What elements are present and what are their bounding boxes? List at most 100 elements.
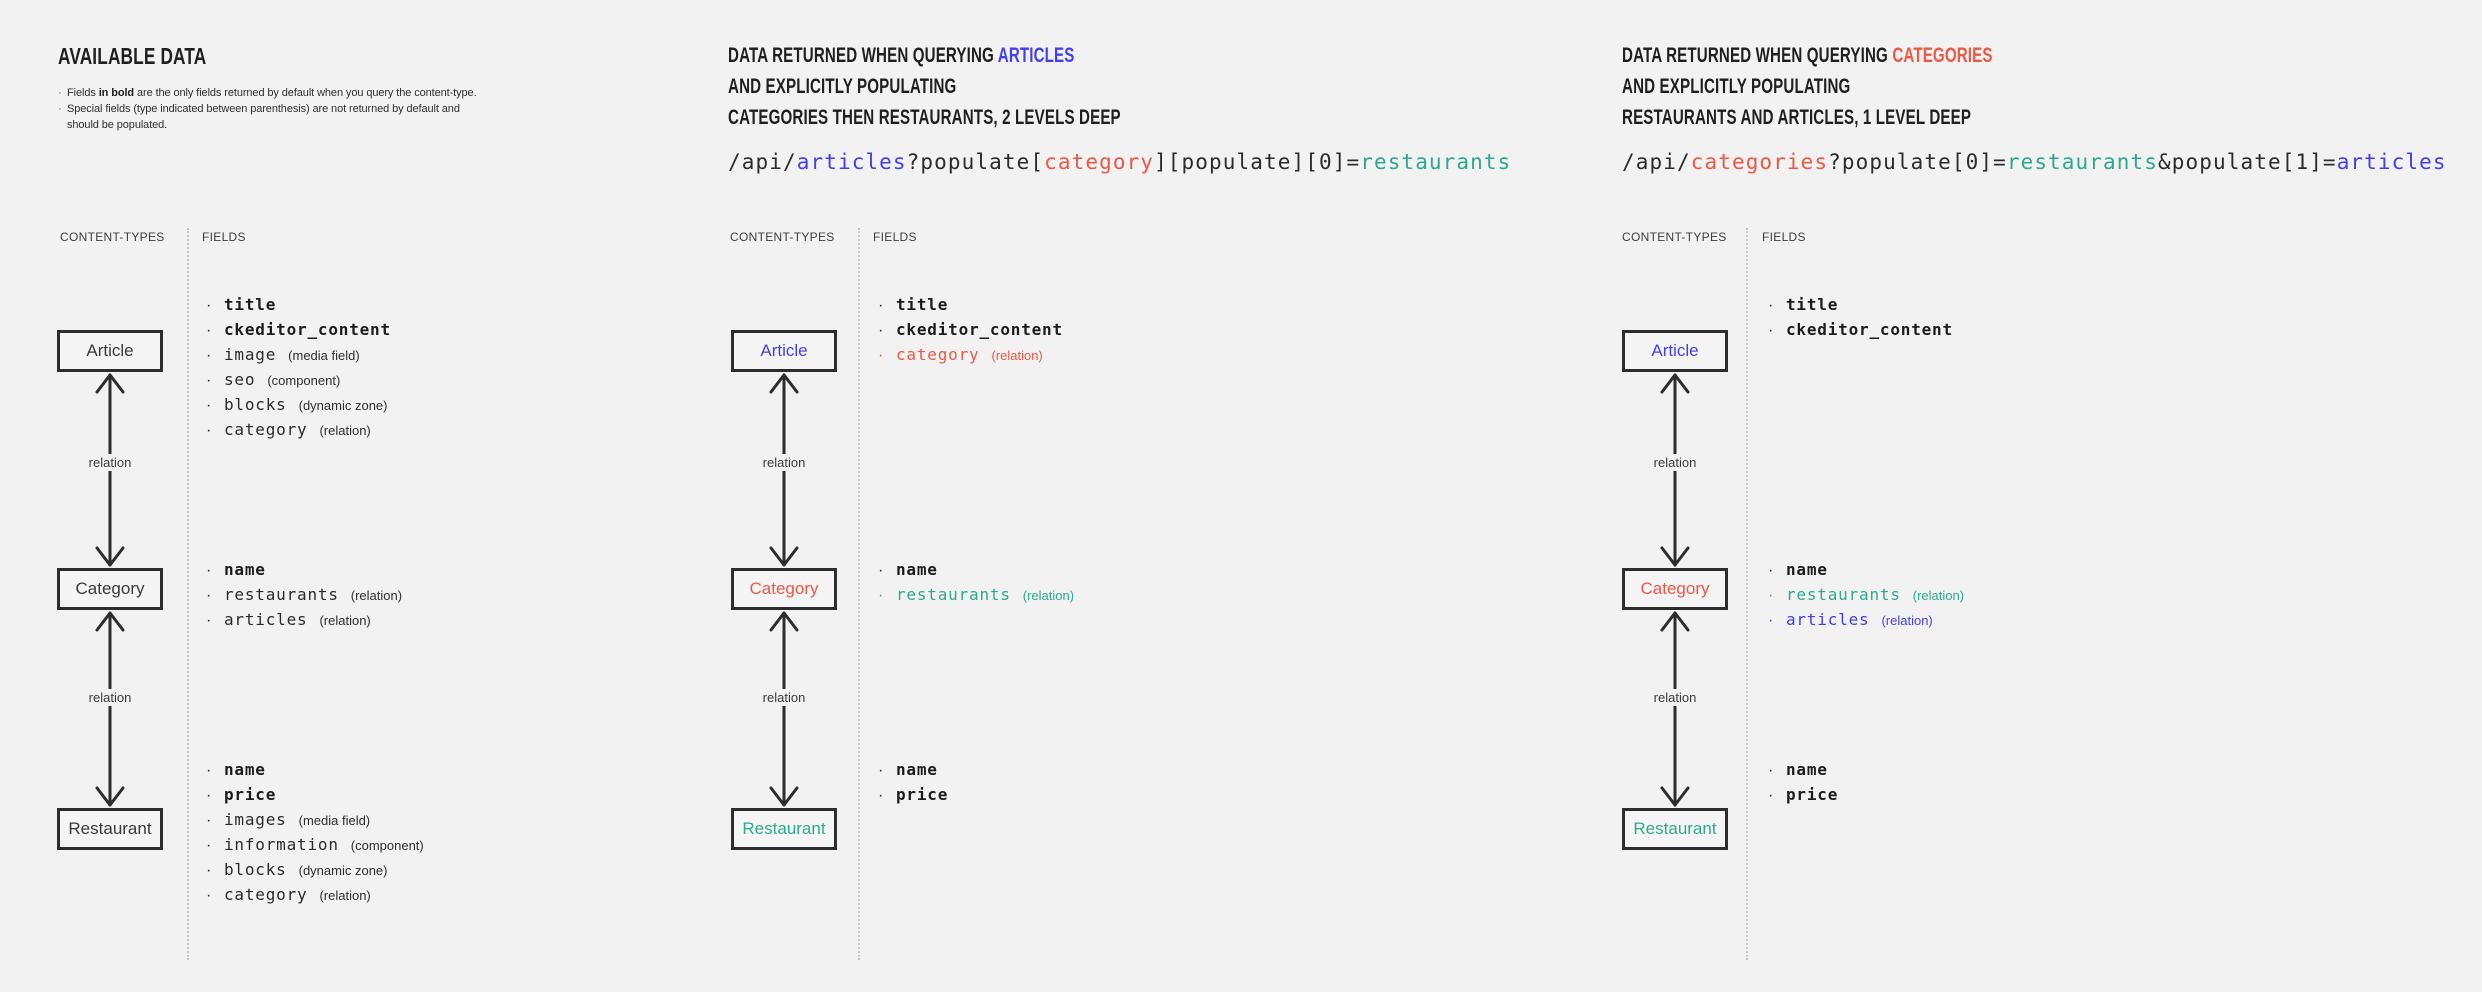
bullet-icon: · xyxy=(878,297,884,314)
fields-label: FIELDS xyxy=(873,230,917,244)
bullet-icon: · xyxy=(206,322,212,339)
field-name: title xyxy=(224,295,277,314)
field-type: (relation) xyxy=(319,423,371,438)
note-text-part: Special fields (type indicated between p… xyxy=(67,103,460,131)
content-type-box-label: Restaurant xyxy=(742,819,826,838)
field-item: ·title xyxy=(1768,292,1838,317)
field-type: (relation) xyxy=(1912,588,1965,603)
relation-label: relation xyxy=(83,454,137,471)
content-type-box-category: Category xyxy=(57,568,163,610)
field-item: ·name xyxy=(1768,557,1828,582)
bullet-icon: · xyxy=(58,103,62,115)
note-item: · Fields in bold are the only fields retu… xyxy=(58,85,494,101)
content-type-box-restaurant: Restaurant xyxy=(1622,808,1728,850)
field-name: price xyxy=(896,785,949,804)
note-text: Fields in bold are the only fields retur… xyxy=(67,85,477,101)
field-name: ckeditor_content xyxy=(896,320,1063,339)
field-item: ·information(component) xyxy=(206,832,424,857)
field-name: name xyxy=(224,760,266,779)
relation-label: relation xyxy=(757,454,811,471)
bullet-icon: · xyxy=(206,887,212,904)
field-item: · title xyxy=(206,292,276,317)
field-item: ·restaurants(relation) xyxy=(1768,582,1964,607)
bullet-icon: · xyxy=(206,862,212,879)
api-query-code-part: ?populate[0]= xyxy=(1828,150,2007,174)
content-type-box-category: Category xyxy=(731,568,837,610)
bullet-icon: · xyxy=(206,787,212,804)
field-type: (component) xyxy=(267,373,341,388)
note-text: Special fields (type indicated between p… xyxy=(67,101,494,133)
field-type: (media field) xyxy=(288,348,360,363)
bullet-icon: · xyxy=(1768,762,1774,779)
bullet-icon: · xyxy=(206,297,212,314)
api-query-code-part: /api/ xyxy=(728,150,797,174)
content-type-box-label: Article xyxy=(760,341,808,360)
content-type-box-article: Article xyxy=(731,330,837,372)
bullet-icon: · xyxy=(1768,787,1774,804)
field-item: · price xyxy=(878,782,948,807)
bullet-icon: · xyxy=(1768,562,1774,579)
content-type-box-restaurant: Restaurant xyxy=(731,808,837,850)
column-divider xyxy=(1746,228,1748,960)
field-name: seo xyxy=(224,370,256,389)
fields-label: FIELDS xyxy=(202,230,246,244)
field-name: restaurants xyxy=(224,585,339,604)
bullet-icon: · xyxy=(206,422,212,439)
api-query-code-part: &populate[1]= xyxy=(2158,150,2337,174)
content-type-box-label: Restaurant xyxy=(68,819,152,838)
content-type-box-article: Article xyxy=(1622,330,1728,372)
content-type-box-restaurant: Restaurant xyxy=(57,808,163,850)
bullet-icon: · xyxy=(206,612,212,629)
content-type-box-label: Restaurant xyxy=(1633,819,1717,838)
field-name: name xyxy=(896,760,938,779)
field-name: name xyxy=(224,560,266,579)
note-text-part: are the only fields returned by default … xyxy=(134,87,477,99)
relation-arrow xyxy=(1660,611,1690,807)
bullet-icon: · xyxy=(878,787,884,804)
field-name: name xyxy=(1786,760,1828,779)
content-type-box-label: Category xyxy=(75,579,145,598)
field-item: ·blocks(dynamic zone) xyxy=(206,392,387,417)
field-item: ·ckeditor_content xyxy=(878,317,1063,342)
content-type-box-label: Category xyxy=(1640,579,1710,598)
field-type: (relation) xyxy=(319,613,371,628)
bullet-icon: · xyxy=(206,587,212,604)
content-type-box-category: Category xyxy=(1622,568,1728,610)
bullet-icon: · xyxy=(878,562,884,579)
bullet-icon: · xyxy=(58,87,62,99)
title-text: RESTAURANTS AND ARTICLES, 1 LEVEL DEEP xyxy=(1622,106,1972,129)
field-name: blocks xyxy=(224,860,287,879)
field-item: ·images(media field) xyxy=(206,807,370,832)
field-item: · name xyxy=(1768,757,1828,782)
api-query-code-part: category xyxy=(1044,150,1155,174)
fields-label: FIELDS xyxy=(1762,230,1806,244)
field-item: · restaurants (relation) xyxy=(206,582,402,607)
bullet-icon: · xyxy=(1768,322,1774,339)
field-name: images xyxy=(224,810,287,829)
bullet-icon: · xyxy=(206,812,212,829)
panel-title: AVAILABLE DATA xyxy=(58,40,206,72)
field-type: (component) xyxy=(350,838,424,853)
column-divider xyxy=(187,228,189,960)
field-type: (relation) xyxy=(350,588,403,603)
field-item: ·name xyxy=(878,757,938,782)
field-item: ·category(relation) xyxy=(206,417,371,442)
field-item: ·restaurants(relation) xyxy=(878,582,1074,607)
title-text: CATEGORIES THEN RESTAURANTS, 2 LEVELS DE… xyxy=(728,106,1121,129)
bullet-icon: · xyxy=(206,562,212,579)
field-item: ·price xyxy=(206,782,276,807)
api-query-code: /api/categories?populate[0]=restaurants&… xyxy=(1622,150,2447,174)
api-query-code-part: articles xyxy=(2336,150,2447,174)
bullet-icon: · xyxy=(206,837,212,854)
panel-title-line: AND EXPLICITLY POPULATING xyxy=(728,71,1121,102)
field-item: ·name xyxy=(206,757,266,782)
field-item: ·price xyxy=(1768,782,1838,807)
field-type: (dynamic zone) xyxy=(298,398,388,413)
panel-title-line: DATA RETURNED WHEN QUERYING ARTICLES xyxy=(728,40,1121,71)
api-query-code-part: ][populate][0]= xyxy=(1154,150,1361,174)
field-type: (relation) xyxy=(991,348,1043,363)
relation-arrow xyxy=(769,611,799,807)
note-text-part: in bold xyxy=(98,87,135,99)
field-item: ·blocks(dynamic zone) xyxy=(206,857,387,882)
